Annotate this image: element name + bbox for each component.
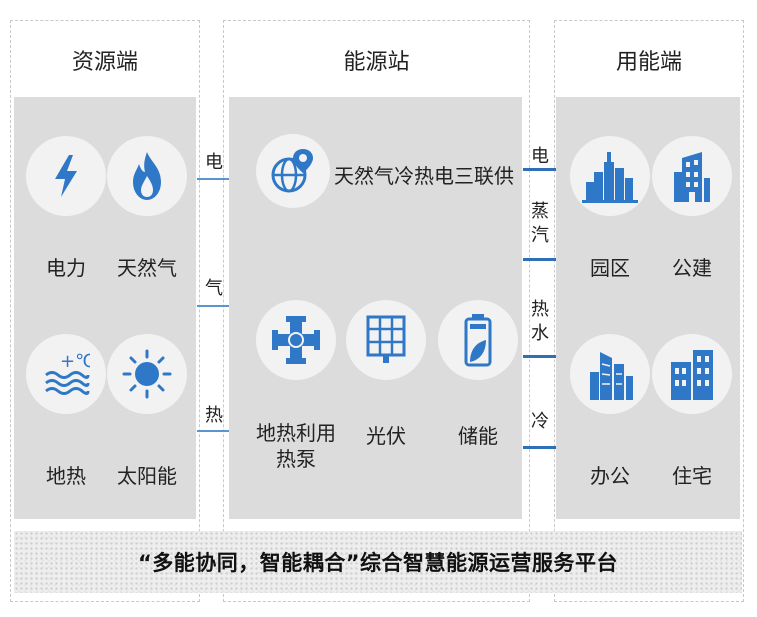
office-circle: [570, 334, 650, 414]
battery-leaf-icon: [458, 312, 498, 368]
consumer-column-frame: [554, 20, 744, 602]
residential-label: 住宅: [672, 464, 712, 488]
right-line-steam: [523, 258, 556, 261]
office-buildings-icon: [582, 346, 638, 402]
right-line-cold: [523, 446, 556, 449]
power-circle: [26, 136, 106, 216]
station-column-frame: [223, 20, 530, 602]
right-connector-cold: 冷: [531, 411, 549, 432]
resource-title: 资源端: [71, 50, 138, 75]
office-label: 办公: [590, 464, 630, 488]
right-line-electric: [523, 168, 556, 171]
solar-label: 太阳能: [117, 464, 177, 488]
pv-circle: [346, 300, 426, 380]
left-connector-electric: 电: [205, 152, 223, 173]
cchp-label: 天然气冷热电三联供: [334, 164, 514, 188]
gas-label: 天然气: [117, 256, 177, 280]
geothermal-label: 地热: [46, 464, 86, 488]
left-connector-heat: 热: [205, 405, 223, 426]
park-circle: [570, 136, 650, 216]
right-connector-steam: 蒸 汽: [531, 201, 549, 246]
heat-pump-circle: [256, 300, 336, 380]
heat-pump-label: 地热利用 热泵: [256, 421, 336, 471]
left-line-gas: [197, 305, 229, 307]
lightning-icon: [49, 153, 83, 199]
park-label: 园区: [590, 256, 630, 280]
flame-icon: [127, 150, 167, 202]
pipe-cross-icon: [268, 312, 324, 368]
svg-text:+℃: +℃: [60, 351, 90, 372]
right-connector-hot-water: 热 水: [531, 299, 549, 344]
cchp-circle: [256, 134, 330, 208]
station-title: 能源站: [343, 50, 410, 75]
globe-pin-icon: [269, 147, 317, 195]
left-line-electric: [197, 178, 229, 180]
consumer-title: 用能端: [615, 50, 682, 75]
sun-icon: [121, 348, 173, 400]
residential-building-icon: [667, 346, 717, 402]
skyline-icon: [580, 148, 640, 204]
right-line-hot-water: [523, 355, 556, 358]
public-building-icon: [670, 148, 714, 204]
pv-label: 光伏: [366, 424, 406, 448]
left-connector-gas: 气: [205, 278, 223, 299]
platform-title: “多能协同，智能耦合”综合智慧能源运营服务平台: [137, 551, 619, 575]
public-building-circle: [652, 136, 732, 216]
solar-circle: [107, 334, 187, 414]
left-line-heat: [197, 430, 229, 432]
residential-circle: [652, 334, 732, 414]
resource-column-frame: [10, 20, 200, 602]
geothermal-circle: +℃: [26, 334, 106, 414]
storage-circle: [438, 300, 518, 380]
storage-label: 储能: [458, 424, 498, 448]
public-building-label: 公建: [672, 256, 712, 280]
gas-circle: [107, 136, 187, 216]
power-label: 电力: [46, 256, 86, 280]
platform-bar: “多能协同，智能耦合”综合智慧能源运营服务平台: [14, 531, 742, 593]
right-connector-electric: 电: [531, 146, 549, 167]
solar-panel-icon: [364, 315, 408, 365]
thermometer-waves-icon: +℃: [42, 349, 90, 399]
